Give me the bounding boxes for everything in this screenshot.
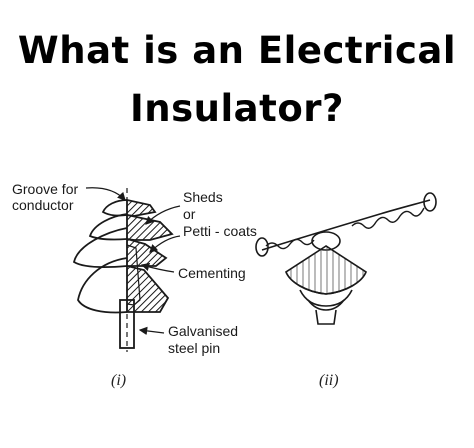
shed-middle (72, 227, 128, 269)
pin-insulator (72, 188, 174, 352)
tie-wire (265, 207, 425, 250)
arrow-sheds (145, 205, 181, 225)
leader-arrows (85, 187, 181, 336)
label-conductor: conductor (12, 197, 74, 213)
caption-right: (ii) (319, 372, 339, 389)
cementing-band (126, 244, 141, 306)
page-title: What is an Electrical Insulator? (0, 22, 474, 138)
disc-underside (299, 289, 353, 307)
label-steel-pin: steel pin (168, 340, 221, 356)
label-groove: Groove for (12, 181, 79, 197)
arrow-cementing (140, 262, 175, 273)
disc-rim (285, 271, 367, 295)
insulator-disc (285, 245, 367, 295)
arrow-petticoats (149, 235, 181, 253)
disc-ring (307, 299, 345, 311)
pin-socket (315, 309, 337, 325)
label-petticoats: Petti - coats (183, 223, 257, 239)
wire-loop-right (423, 192, 437, 212)
label-galvanised: Galvanised (168, 323, 239, 339)
label-or: or (183, 206, 196, 222)
arrow-pin (138, 326, 165, 336)
section-top (126, 198, 157, 217)
insulator-top (101, 199, 128, 217)
title-line-2: Insulator? (130, 87, 344, 130)
arrow-groove (85, 187, 126, 201)
title-line-1: What is an Electrical (17, 29, 457, 72)
shed-upper (88, 213, 128, 241)
label-cementing: Cementing (178, 265, 246, 281)
shed-bottom (77, 257, 128, 314)
conductor-wire (261, 199, 431, 251)
suspension-insulator (255, 192, 437, 325)
label-sheds: Sheds (183, 189, 223, 205)
section-middle (126, 237, 168, 267)
wire-loop-left (255, 237, 269, 257)
section-upper (126, 213, 174, 241)
caption-left: (i) (111, 372, 127, 389)
